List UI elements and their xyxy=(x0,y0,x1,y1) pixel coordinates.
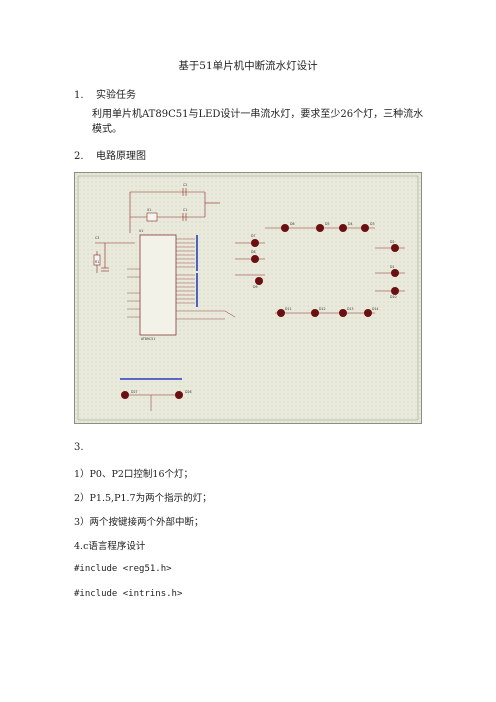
label-d1: D1 xyxy=(390,265,394,269)
label-d6: D6 xyxy=(290,222,294,226)
section-1-text: 利用单片机AT89C51与LED设计一串流水灯，要求至少26个灯，三种流水模式。 xyxy=(92,109,424,135)
label-d3: D3 xyxy=(370,222,374,226)
section-1-title: 实验任务 xyxy=(96,90,136,101)
label-d27: D27 xyxy=(131,390,138,394)
label-d9: D9 xyxy=(253,285,257,289)
led-d7 xyxy=(251,239,259,247)
code-line-1: #include <reg51.h> xyxy=(74,564,172,574)
led-d8 xyxy=(251,255,259,263)
label-d10: D10 xyxy=(390,295,397,299)
section-2-heading: 2. 电路原理图 xyxy=(74,147,146,162)
section-2-title: 电路原理图 xyxy=(96,151,146,162)
led-d11 xyxy=(277,309,285,317)
mcu-chip xyxy=(139,234,177,336)
led-d27 xyxy=(121,391,129,399)
label-u1: U1 xyxy=(139,229,143,233)
led-d13 xyxy=(339,309,347,317)
led-d10 xyxy=(391,287,399,295)
sheet-border xyxy=(77,175,419,421)
code-line-2: #include <intrins.h> xyxy=(74,589,183,599)
section-4-heading: 4.c语言程序设计 xyxy=(74,541,146,552)
section-2-number: 2. xyxy=(74,151,84,162)
label-c1: C1 xyxy=(183,208,187,212)
label-d11: D11 xyxy=(285,307,292,311)
circuit-diagram: C2 C1 X1 C3 R1 U1 AT89C51 xyxy=(74,172,422,424)
led-d3 xyxy=(361,224,369,232)
led-d6 xyxy=(281,224,289,232)
led-d2 xyxy=(391,244,399,252)
section-1-number: 1. xyxy=(74,90,84,101)
item-1: 1）P0、P2口控制16个灯； xyxy=(74,469,194,480)
reset-circuit xyxy=(93,242,135,273)
led-d12 xyxy=(311,309,319,317)
label-at89c51: AT89C51 xyxy=(141,337,155,341)
label-x1: X1 xyxy=(147,208,151,212)
label-d7: D7 xyxy=(251,234,255,238)
circuit-svg: C2 C1 X1 C3 R1 U1 AT89C51 xyxy=(75,173,421,423)
led-d26 xyxy=(175,391,183,399)
label-c2: C2 xyxy=(183,183,187,187)
led-d9 xyxy=(255,277,263,285)
label-d12: D12 xyxy=(319,307,326,311)
led-d14 xyxy=(364,309,372,317)
crystal-circuit xyxy=(129,188,220,233)
mcu-pins xyxy=(127,238,225,320)
label-d5: D5 xyxy=(325,222,329,226)
label-c3: C3 xyxy=(95,236,99,240)
label-r1: R1 xyxy=(95,260,99,264)
led-d1 xyxy=(391,269,399,277)
item-3: 3）两个按键接两个外部中断； xyxy=(74,517,204,528)
page-title: 基于51单片机中断流水灯设计 xyxy=(178,60,318,72)
label-d13: D13 xyxy=(347,307,354,311)
label-d14: D14 xyxy=(372,307,379,311)
led-d5 xyxy=(316,224,324,232)
item-2: 2）P1.5,P1.7为两个指示的灯； xyxy=(74,493,212,504)
section-3-heading: 3. xyxy=(74,442,84,453)
label-d2: D2 xyxy=(390,240,394,244)
label-d26: D26 xyxy=(185,390,192,394)
label-d4: D4 xyxy=(348,222,352,226)
grid-background xyxy=(75,173,421,423)
led-d4 xyxy=(339,224,347,232)
label-d8: D8 xyxy=(251,250,255,254)
section-1-heading: 1. 实验任务 xyxy=(74,86,136,101)
